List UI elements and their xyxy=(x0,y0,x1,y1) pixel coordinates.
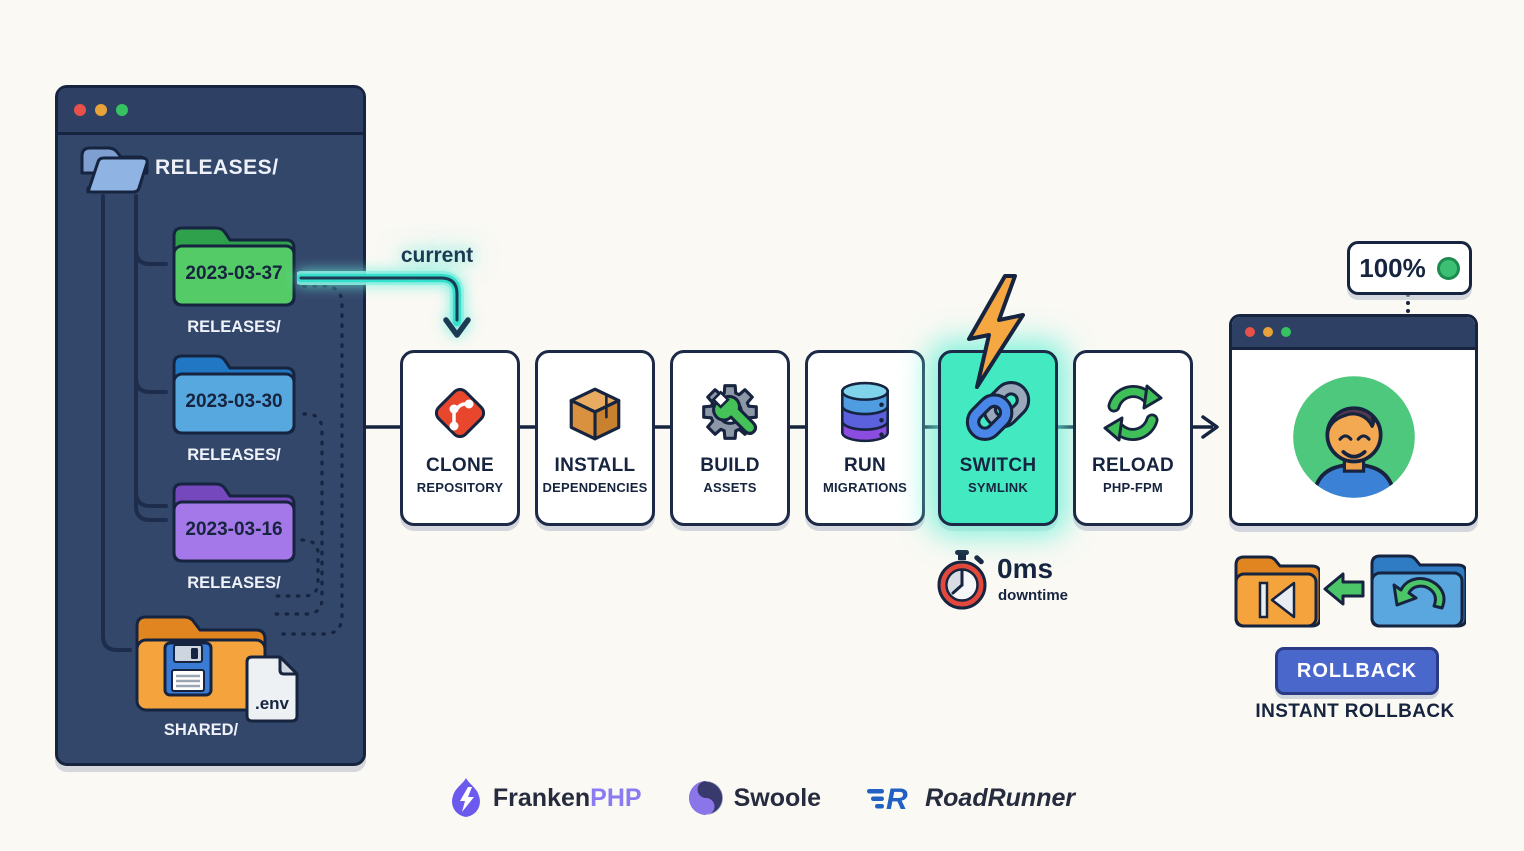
step-sublabel: DEPENDENCIES xyxy=(542,480,648,495)
purple-folder-icon xyxy=(172,482,296,563)
symlink-chain-icon xyxy=(964,367,1032,445)
step-sublabel: REPOSITORY xyxy=(416,480,504,495)
roadrunner-logo: R RoadRunner xyxy=(867,781,1075,815)
maximize-dot-icon xyxy=(116,104,128,116)
instant-rollback-caption: INSTANT ROLLBACK xyxy=(1255,701,1455,722)
roadrunner-r-icon: R xyxy=(867,783,908,815)
step-label: RUN xyxy=(843,455,887,476)
step-label: RELOAD xyxy=(1091,455,1175,476)
step-label: CLONE xyxy=(426,455,494,476)
release-date: 2023-03-16 xyxy=(185,519,283,540)
swoole-name: Swoole xyxy=(733,783,822,812)
uptime-badge: 100% xyxy=(1347,241,1472,295)
frankenphp-name: FrankenPHP xyxy=(492,783,642,812)
package-icon xyxy=(564,367,626,445)
current-pointer-label: current xyxy=(400,244,474,267)
env-file-label: .env xyxy=(254,694,290,713)
floppy-disk-icon xyxy=(163,641,213,697)
left-arrow-icon xyxy=(1323,572,1365,606)
rollback-button-label: ROLLBACK xyxy=(1296,659,1418,682)
window-titlebar xyxy=(58,88,363,135)
step-sublabel: SYMLINK xyxy=(968,480,1028,495)
env-file: .env xyxy=(243,653,301,725)
step-sublabel: ASSETS xyxy=(703,480,757,495)
step-sublabel: MIGRATIONS xyxy=(822,480,908,495)
release-folder-oldest: 2023-03-16 xyxy=(168,474,300,567)
maximize-dot-icon xyxy=(1281,327,1291,337)
release-folder-previous: 2023-03-30 xyxy=(168,346,300,439)
minimize-dot-icon xyxy=(95,104,107,116)
root-folder-icon xyxy=(80,146,149,194)
release-date: 2023-03-37 xyxy=(185,263,283,284)
status-green-dot-icon xyxy=(1436,256,1460,280)
uptime-value: 100% xyxy=(1359,252,1426,283)
release-date: 2023-03-30 xyxy=(185,391,283,412)
env-file-icon xyxy=(245,655,299,723)
swoole-logo: Swoole xyxy=(688,780,822,816)
stopwatch-icon xyxy=(937,550,987,610)
frankenphp-flame-icon xyxy=(451,778,480,817)
browser-titlebar xyxy=(1232,317,1475,350)
step-label: BUILD xyxy=(700,455,760,476)
release-folder-current: 2023-03-37 xyxy=(168,218,300,311)
browser-window xyxy=(1229,314,1478,526)
root-folder-label: RELEASES/ xyxy=(155,156,279,179)
swoole-swirl-icon xyxy=(688,780,724,816)
refresh-icon xyxy=(1101,367,1165,445)
step-build-assets: BUILD ASSETS xyxy=(670,350,790,526)
gear-wrench-icon xyxy=(697,367,763,445)
close-dot-icon xyxy=(1245,327,1255,337)
downtime-caption: downtime xyxy=(998,587,1068,604)
git-icon xyxy=(428,367,492,445)
shared-caption: SHARED/ xyxy=(163,721,239,739)
blue-folder-icon xyxy=(172,354,296,435)
rollback-button: ROLLBACK xyxy=(1275,647,1439,695)
minimize-dot-icon xyxy=(1263,327,1273,337)
roadrunner-name: RoadRunner xyxy=(925,783,1076,812)
svg-text:R: R xyxy=(886,783,908,815)
step-clone-repository: CLONE REPOSITORY xyxy=(400,350,520,526)
step-switch-symlink: SWITCH SYMLINK xyxy=(938,274,1058,526)
step-reload-php-fpm: RELOAD PHP-FPM xyxy=(1073,350,1193,526)
undo-folder-icon xyxy=(1370,554,1466,628)
user-avatar xyxy=(1292,375,1415,498)
release-caption: RELEASES/ xyxy=(187,318,281,336)
release-caption: RELEASES/ xyxy=(187,574,281,592)
frankenphp-logo: FrankenPHP xyxy=(449,777,642,819)
close-dot-icon xyxy=(74,104,86,116)
runtime-logos: FrankenPHP Swoole R RoadRunner xyxy=(0,777,1524,819)
green-folder-icon xyxy=(172,226,296,307)
releases-window: RELEASES/ 2023-03-37 RELEASES/ 2023-03-3… xyxy=(55,85,366,766)
badge-connector-line xyxy=(1406,293,1410,313)
step-sublabel: PHP-FPM xyxy=(1103,480,1163,495)
step-run-migrations: RUN MIGRATIONS xyxy=(805,350,925,526)
step-label: SWITCH xyxy=(959,455,1037,476)
step-install-dependencies: INSTALL DEPENDENCIES xyxy=(535,350,655,526)
downtime-value: 0ms xyxy=(997,553,1054,584)
database-icon xyxy=(836,367,894,445)
browser-body xyxy=(1232,350,1475,523)
current-arrow xyxy=(297,271,471,338)
step-label: INSTALL xyxy=(554,455,636,476)
lightning-bolt-icon xyxy=(967,274,1025,389)
rollback-folder-icon xyxy=(1234,555,1320,628)
release-caption: RELEASES/ xyxy=(187,446,281,464)
